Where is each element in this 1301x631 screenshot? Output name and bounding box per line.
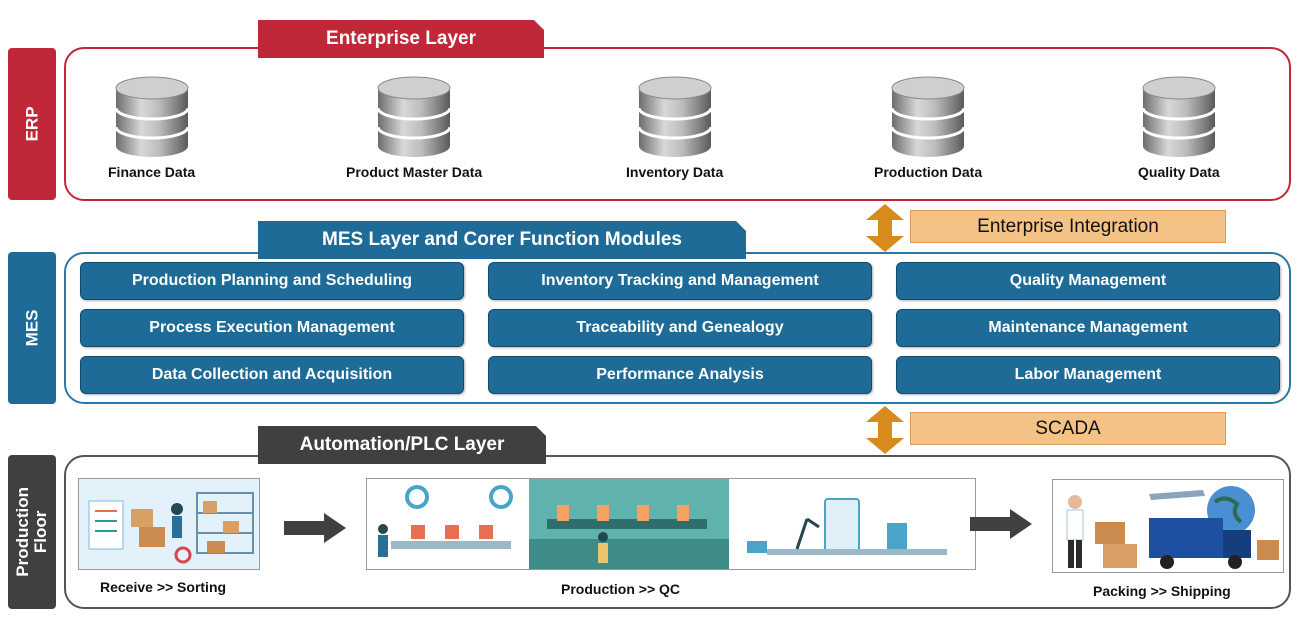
production-qc-caption: Production >> QC <box>561 581 681 597</box>
production-database: Production Data <box>874 76 982 180</box>
module-labor-management: Labor Management <box>896 356 1280 394</box>
module-production-planning: Production Planning and Scheduling <box>80 262 464 300</box>
double-arrow-icon <box>866 204 904 252</box>
enterprise-layer-tab: Enterprise Layer <box>258 20 544 58</box>
enterprise-integration-label: Enterprise Integration <box>910 210 1226 243</box>
database-label: Inventory Data <box>626 164 724 180</box>
right-arrow-icon <box>284 513 346 543</box>
quality-database: Quality Data <box>1138 76 1220 180</box>
database-icon <box>114 76 190 157</box>
database-icon <box>890 76 966 157</box>
double-arrow-icon <box>866 406 904 454</box>
production-floor-side-label: Production Floor <box>8 455 56 609</box>
module-quality-management: Quality Management <box>896 262 1280 300</box>
module-performance-analysis: Performance Analysis <box>488 356 872 394</box>
warehouse-receiving-illustration-icon <box>78 478 260 570</box>
shipping-logistics-illustration-icon <box>1052 479 1284 573</box>
database-icon <box>376 76 452 157</box>
right-arrow-icon <box>970 509 1032 539</box>
module-maintenance-management: Maintenance Management <box>896 309 1280 347</box>
mes-side-label: MES <box>8 252 56 404</box>
factory-production-line-illustration-icon <box>366 478 976 570</box>
module-traceability: Traceability and Genealogy <box>488 309 872 347</box>
database-label: Product Master Data <box>346 164 483 180</box>
database-label: Production Data <box>874 164 983 180</box>
inventory-database: Inventory Data <box>626 76 723 180</box>
enterprise-layer-box <box>64 47 1291 201</box>
module-inventory-tracking: Inventory Tracking and Management <box>488 262 872 300</box>
automation-layer-box <box>64 455 1291 609</box>
database-label: Quality Data <box>1138 164 1220 180</box>
database-label: Finance Data <box>108 164 196 180</box>
automation-layer-tab: Automation/PLC Layer <box>258 426 546 464</box>
module-data-collection: Data Collection and Acquisition <box>80 356 464 394</box>
receive-sorting-caption: Receive >> Sorting <box>100 579 227 595</box>
erp-side-label: ERP <box>8 48 56 200</box>
scada-label: SCADA <box>910 412 1226 445</box>
packing-shipping-caption: Packing >> Shipping <box>1093 583 1231 599</box>
mes-layer-tab: MES Layer and Corer Function Modules <box>258 221 746 259</box>
database-icon <box>637 76 713 157</box>
module-process-execution: Process Execution Management <box>80 309 464 347</box>
product-master-database: Product Master Data <box>346 76 482 180</box>
database-icon <box>1141 76 1217 157</box>
finance-database: Finance Data <box>108 76 195 180</box>
